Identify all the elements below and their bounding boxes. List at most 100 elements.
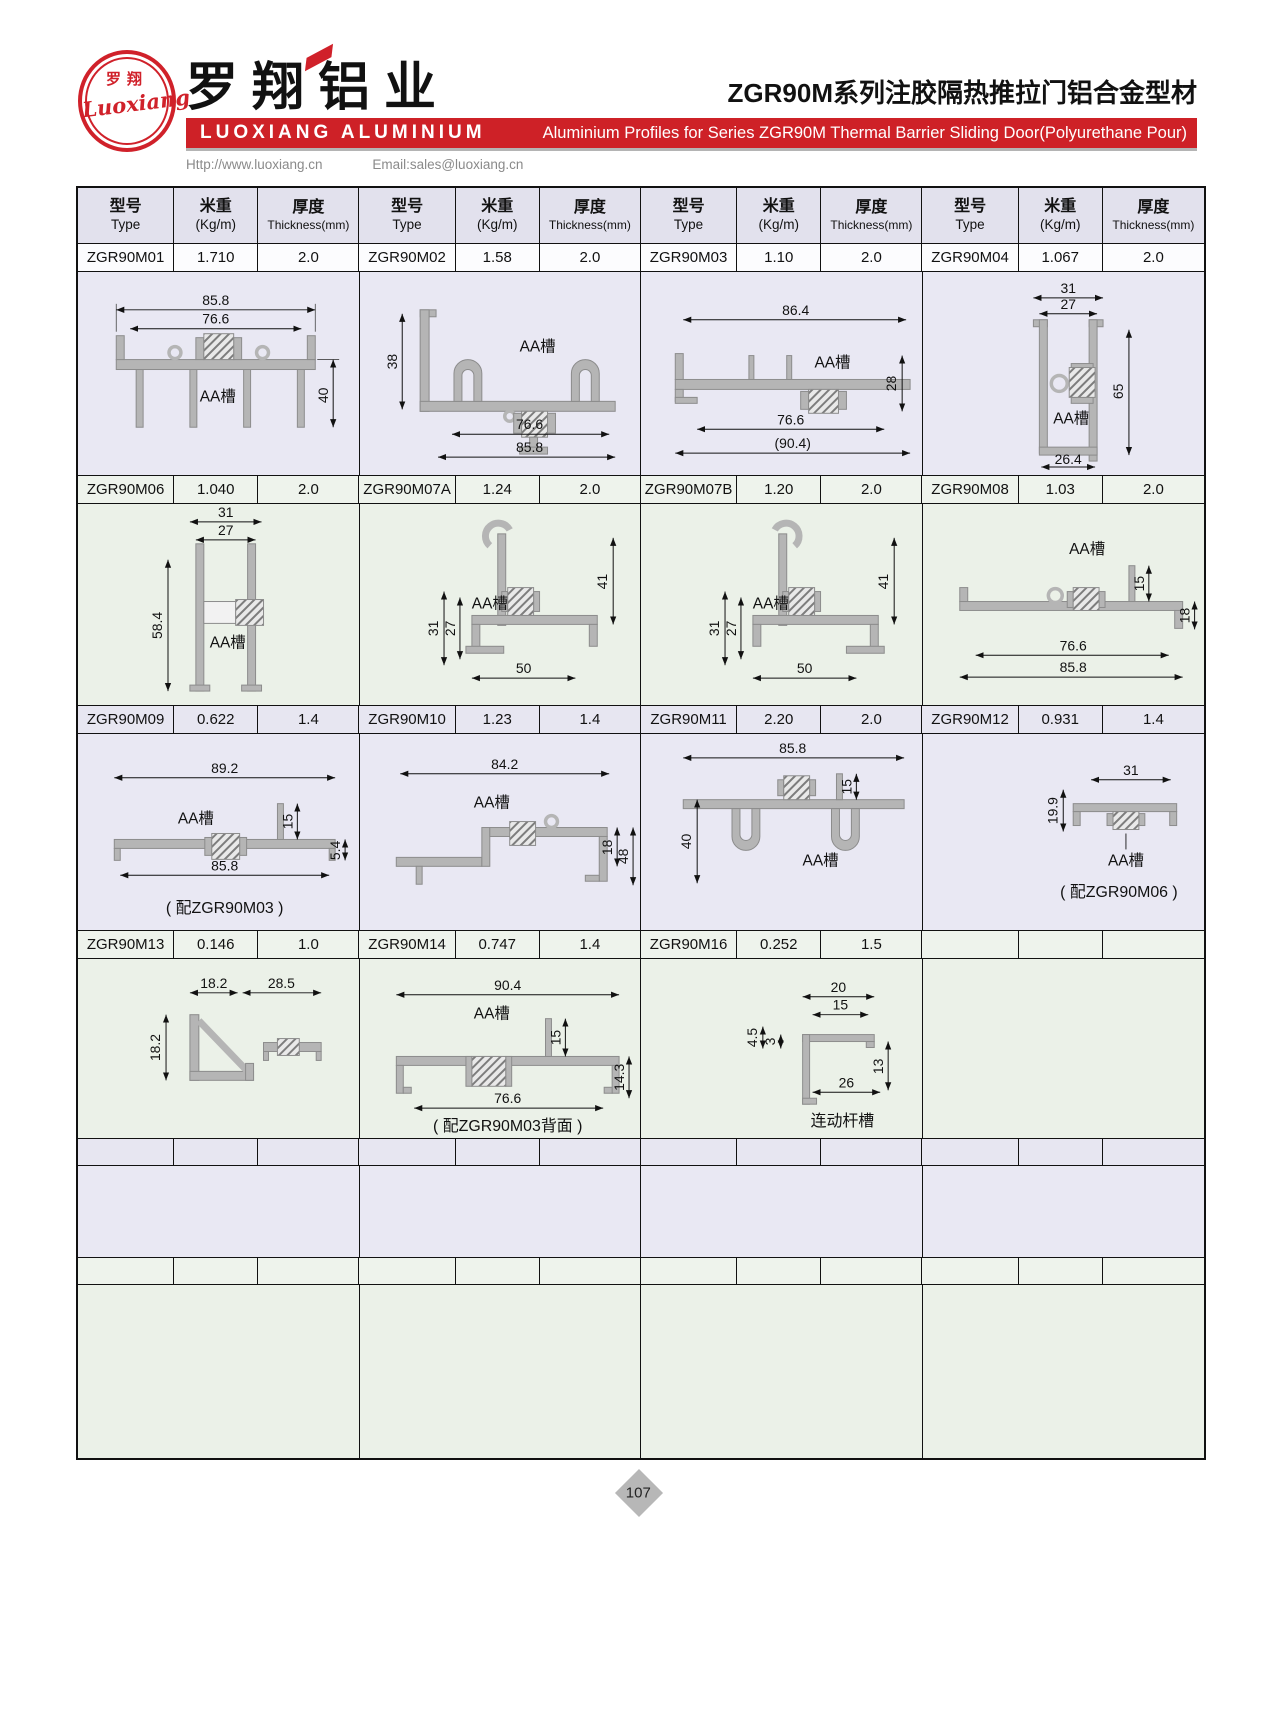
profile-thickness: 2.0 (821, 476, 923, 504)
svg-text:58.4: 58.4 (149, 612, 165, 639)
drawing-zgr90m16: 20 15 13 4.5 3 26 连动杆槽 (641, 959, 923, 1139)
profile-drawing-m08: AA槽 15 18 76.6 85.8 (958, 540, 1198, 681)
profile-weight: 2.20 (737, 706, 822, 734)
profile-type: ZGR90M09 (78, 706, 175, 734)
svg-text:连动杆槽: 连动杆槽 (811, 1112, 875, 1130)
logo-ring (85, 57, 169, 145)
profile-type: ZGR90M04 (922, 244, 1019, 272)
svg-text:40: 40 (315, 387, 331, 403)
svg-text:27: 27 (1060, 296, 1076, 312)
col-header-weight: 米重(Kg/m) (737, 188, 822, 244)
svg-text:15: 15 (1130, 576, 1146, 592)
profile-weight: 0.931 (1018, 706, 1103, 734)
profile-thickness: 2.0 (258, 244, 360, 272)
svg-text:5.4: 5.4 (327, 840, 343, 860)
col-header-cn: 厚度 (573, 199, 606, 216)
profile-drawing-m04: 31 27 AA槽 65 26.4 (1032, 280, 1132, 471)
col-header-en: Thickness(mm) (548, 218, 631, 232)
website-url: Http://www.luoxiang.cn (186, 157, 323, 172)
drawing-zgr90m01: 85.8 76.6 AA槽 40 (78, 272, 360, 476)
email-address: Email:sales@luoxiang.cn (372, 157, 524, 172)
profile-thickness: 1.0 (258, 931, 360, 959)
svg-text:18.2: 18.2 (147, 1034, 163, 1061)
svg-text:31: 31 (1123, 762, 1139, 778)
svg-text:AA槽: AA槽 (178, 810, 214, 828)
drawing-empty (78, 1285, 360, 1458)
profile-weight: 1.067 (1018, 244, 1103, 272)
svg-text:AA槽: AA槽 (200, 387, 236, 405)
header-right: 罗翔铝业 ZGR90M系列注胶隔热推拉门铝合金型材 LUOXIANG ALUMI… (186, 43, 1197, 172)
svg-text:AA槽: AA槽 (815, 354, 851, 372)
svg-text:15: 15 (833, 997, 849, 1013)
profile-weight: 0.252 (737, 931, 822, 959)
svg-text:AA槽: AA槽 (519, 338, 555, 356)
profile-drawing-m16: 20 15 13 4.5 3 26 连动杆槽 (744, 979, 892, 1130)
profile-type: ZGR90M08 (922, 476, 1019, 504)
col-header-en: Type (673, 217, 704, 233)
profile-weight: 1.10 (737, 244, 822, 272)
svg-text:AA槽: AA槽 (753, 594, 789, 612)
profile-type: ZGR90M16 (640, 931, 738, 959)
profile-type: ZGR90M10 (359, 706, 456, 734)
empty-cell (258, 1258, 360, 1285)
col-header-cn: 型号 (109, 198, 142, 216)
drawing-zgr90m09: 89.2 AA槽 15 85.8 5.4 ( 配ZGR90M03 ) (78, 734, 360, 931)
svg-text:3: 3 (762, 1037, 778, 1045)
svg-text:85.8: 85.8 (202, 292, 229, 308)
col-header-en: Type (392, 217, 422, 233)
svg-text:65: 65 (1109, 383, 1125, 399)
col-header-cn: 米重 (481, 198, 514, 216)
svg-text:85.8: 85.8 (1059, 659, 1086, 675)
drawing-empty (922, 959, 1204, 1139)
profile-drawing-m10: 84.2 AA槽 18 48 (395, 756, 636, 886)
profile-thickness-empty (1102, 931, 1204, 959)
col-header-en: Thickness(mm) (1112, 218, 1195, 232)
col-header-cn: 型号 (672, 198, 705, 216)
svg-text:28.5: 28.5 (268, 975, 295, 991)
profile-thickness: 2.0 (258, 476, 360, 504)
svg-text:15: 15 (279, 814, 295, 830)
profile-drawing-m09: 89.2 AA槽 15 85.8 5.4 ( 配ZGR90M03 ) (113, 760, 349, 917)
company-logo: 罗翔 Luoxiang (78, 50, 191, 152)
drawing-empty (359, 1166, 641, 1258)
empty-cell (455, 1139, 540, 1166)
profile-drawing-m02: 38 AA槽 76.6 85.8 (384, 309, 616, 461)
empty-cell (1018, 1139, 1103, 1166)
svg-text:4.5: 4.5 (744, 1028, 760, 1048)
svg-text:14.3: 14.3 (611, 1064, 627, 1091)
profile-thickness: 2.0 (1102, 476, 1204, 504)
empty-cell (174, 1139, 259, 1166)
empty-cell (821, 1139, 923, 1166)
svg-text:28: 28 (883, 375, 899, 391)
svg-text:AA槽: AA槽 (471, 594, 507, 612)
data-row-2: ZGR90M06 1.040 2.0 ZGR90M07A 1.24 2.0 ZG… (78, 476, 1204, 504)
profile-type: ZGR90M11 (640, 706, 738, 734)
profile-type: ZGR90M07B (640, 476, 738, 504)
drawing-zgr90m04: 31 27 AA槽 65 26.4 (922, 272, 1204, 476)
svg-text:89.2: 89.2 (211, 760, 238, 776)
drawing-empty (923, 1285, 1205, 1458)
profile-weight: 1.710 (174, 244, 259, 272)
page-footer: 107 (0, 1468, 1277, 1518)
svg-text:18: 18 (1176, 607, 1192, 623)
drawing-row-2: 31 27 58.4 AA槽 (78, 504, 1204, 706)
empty-cell (640, 1139, 738, 1166)
svg-text:26: 26 (839, 1074, 855, 1090)
col-header-weight: 米重(Kg/m) (455, 188, 540, 244)
drawing-empty (78, 1166, 360, 1258)
empty-cell (174, 1258, 259, 1285)
empty-cell (258, 1139, 360, 1166)
empty-data-row-6 (78, 1258, 1204, 1285)
profile-thickness: 2.0 (539, 476, 641, 504)
empty-cell (359, 1139, 456, 1166)
svg-text:AA槽: AA槽 (210, 633, 246, 651)
svg-text:41: 41 (594, 574, 610, 590)
empty-cell (78, 1258, 175, 1285)
col-header-en: Thickness(mm) (267, 218, 350, 232)
svg-text:AA槽: AA槽 (1053, 409, 1089, 427)
svg-text:41: 41 (875, 574, 891, 590)
series-title-cn: ZGR90M系列注胶隔热推拉门铝合金型材 (727, 78, 1197, 108)
